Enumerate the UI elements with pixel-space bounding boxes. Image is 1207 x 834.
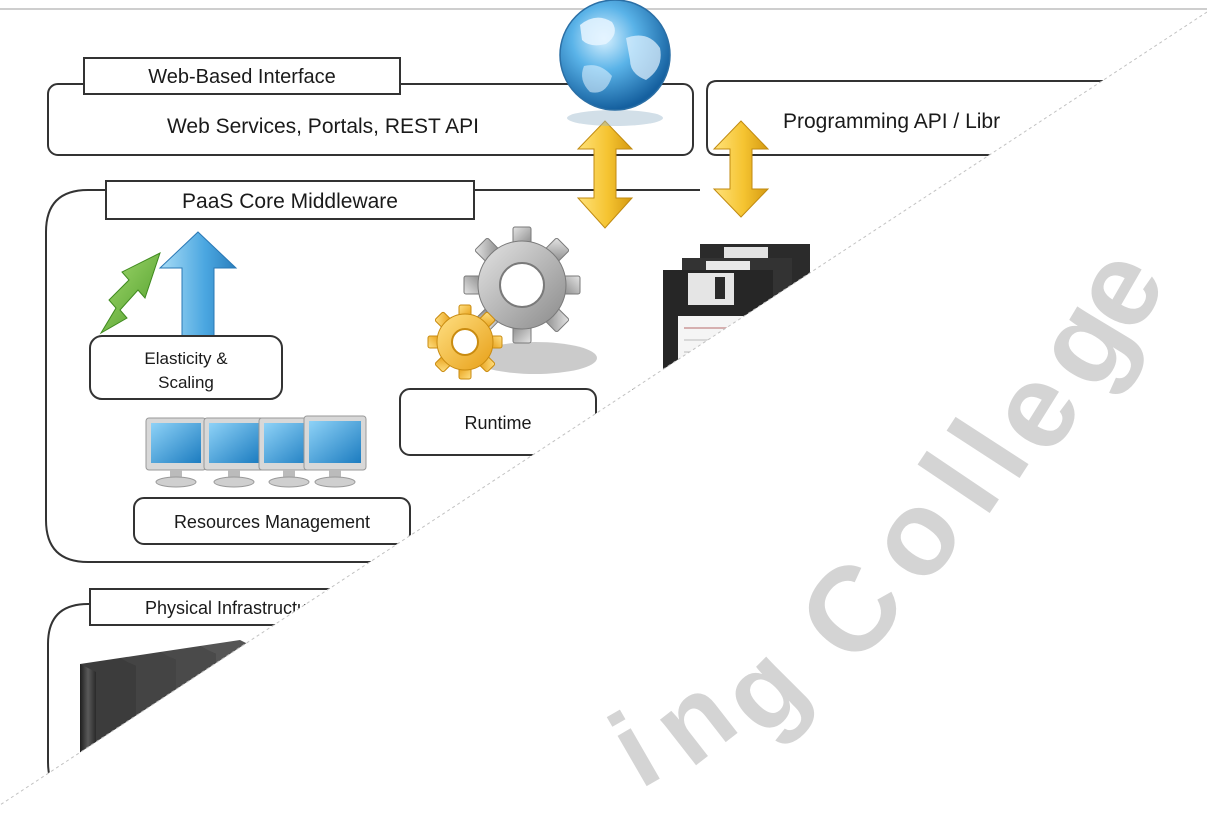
- white-cutout-overlay: [0, 12, 1207, 834]
- green-double-arrow-icon: [99, 252, 161, 335]
- web-interface-body-text: Web Services, Portals, REST API: [167, 115, 479, 138]
- elasticity-arrows-icon: [99, 231, 238, 337]
- core-middleware-box: [45, 189, 700, 563]
- runtime-label: Runtime: [464, 413, 531, 433]
- yellow-gear-icon: [427, 304, 503, 380]
- resources-management-label: Resources Management: [174, 512, 370, 532]
- web-interface-tab: [83, 57, 401, 95]
- monitor-icon: [145, 417, 207, 488]
- core-middleware-tab: [105, 180, 475, 220]
- resources-management-box: [133, 497, 411, 545]
- yellow-double-arrow-icon: [712, 120, 770, 218]
- blue-up-arrow-icon: [158, 231, 238, 337]
- monitor-icon: [203, 417, 265, 488]
- yellow-double-arrow-icon: [576, 120, 634, 229]
- connector-arrows: [576, 120, 770, 229]
- cut-edge-line: [0, 11, 1207, 806]
- programming-api-box: [706, 80, 1110, 156]
- core-middleware-tab-label: PaaS Core Middleware: [182, 190, 398, 213]
- programming-api-group: Programming API / Libr: [706, 80, 1110, 156]
- programming-api-text: Programming API / Libr: [783, 110, 1000, 133]
- elasticity-box: [89, 335, 283, 400]
- elasticity-label-line1: Elasticity &: [144, 349, 228, 368]
- gears-icon: [427, 226, 597, 380]
- monitors-icon: [145, 415, 367, 488]
- web-interface-tab-label: Web-Based Interface: [148, 66, 336, 88]
- physical-infra-tab-label: Physical Infrastructu: [145, 598, 307, 618]
- gray-gear-icon: [463, 226, 581, 344]
- gear-shadow: [473, 342, 597, 374]
- monitor-icon: [303, 415, 367, 488]
- elasticity-label-line2: Scaling: [158, 373, 214, 392]
- globe-icon: [559, 0, 671, 126]
- web-interface-group: Web-Based Interface Web Services, Portal…: [47, 57, 694, 156]
